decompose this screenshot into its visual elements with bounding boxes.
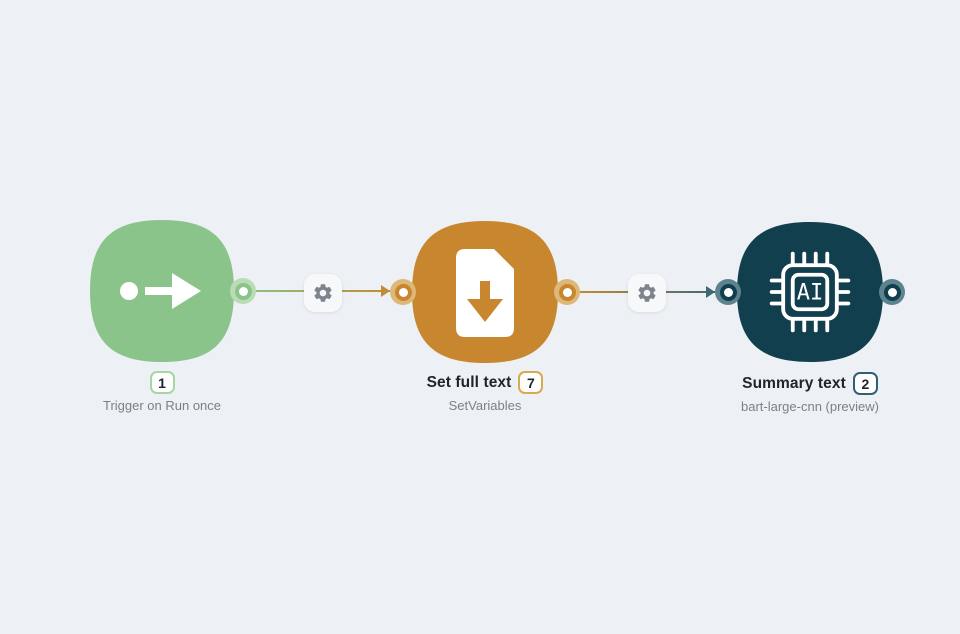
port-hole xyxy=(887,287,897,297)
node-label-set-full-text: Set full text 7 SetVariables xyxy=(385,371,585,413)
port-hole xyxy=(238,286,248,296)
port-ring xyxy=(394,283,412,301)
port-ring xyxy=(234,282,252,300)
gear-icon xyxy=(638,284,656,302)
node-shape[interactable] xyxy=(737,222,883,362)
connection-settings-button[interactable] xyxy=(628,274,666,312)
port-hole xyxy=(398,287,408,297)
node-title: Summary text xyxy=(742,374,846,392)
port-hole xyxy=(562,287,572,297)
connection-arrowhead xyxy=(381,285,390,297)
ai-chip-icon: AI xyxy=(769,251,851,333)
gear-icon xyxy=(314,284,332,302)
chip-ai-label: AI xyxy=(797,281,824,306)
output-port[interactable] xyxy=(230,278,256,304)
connection-arrowhead xyxy=(706,286,715,298)
output-port[interactable] xyxy=(554,279,580,305)
items-count-badge[interactable]: 1 xyxy=(149,371,175,394)
port-ring xyxy=(883,283,901,301)
node-trigger[interactable] xyxy=(90,220,256,362)
run-arrow-icon xyxy=(120,273,201,309)
output-port[interactable] xyxy=(879,279,905,305)
input-port[interactable] xyxy=(390,279,416,305)
port-hole xyxy=(723,287,733,297)
connection-settings-button[interactable] xyxy=(304,274,342,312)
node-title: Set full text xyxy=(426,373,512,391)
node-set-full-text[interactable] xyxy=(390,221,580,363)
items-count-badge[interactable]: 7 xyxy=(518,371,544,394)
items-count-badge[interactable]: 2 xyxy=(852,372,878,395)
node-subtitle: bart-large-cnn (preview) xyxy=(741,399,879,414)
node-label-summary-text: Summary text 2 bart-large-cnn (preview) xyxy=(705,372,915,414)
input-port[interactable] xyxy=(715,279,741,305)
document-download-icon xyxy=(456,249,514,337)
port-ring xyxy=(558,283,576,301)
port-ring xyxy=(719,283,737,301)
node-summary-text[interactable]: AI xyxy=(715,222,905,362)
node-label-trigger: 1 Trigger on Run once xyxy=(62,371,262,413)
node-subtitle: SetVariables xyxy=(448,398,522,413)
node-subtitle: Trigger on Run once xyxy=(102,398,222,413)
